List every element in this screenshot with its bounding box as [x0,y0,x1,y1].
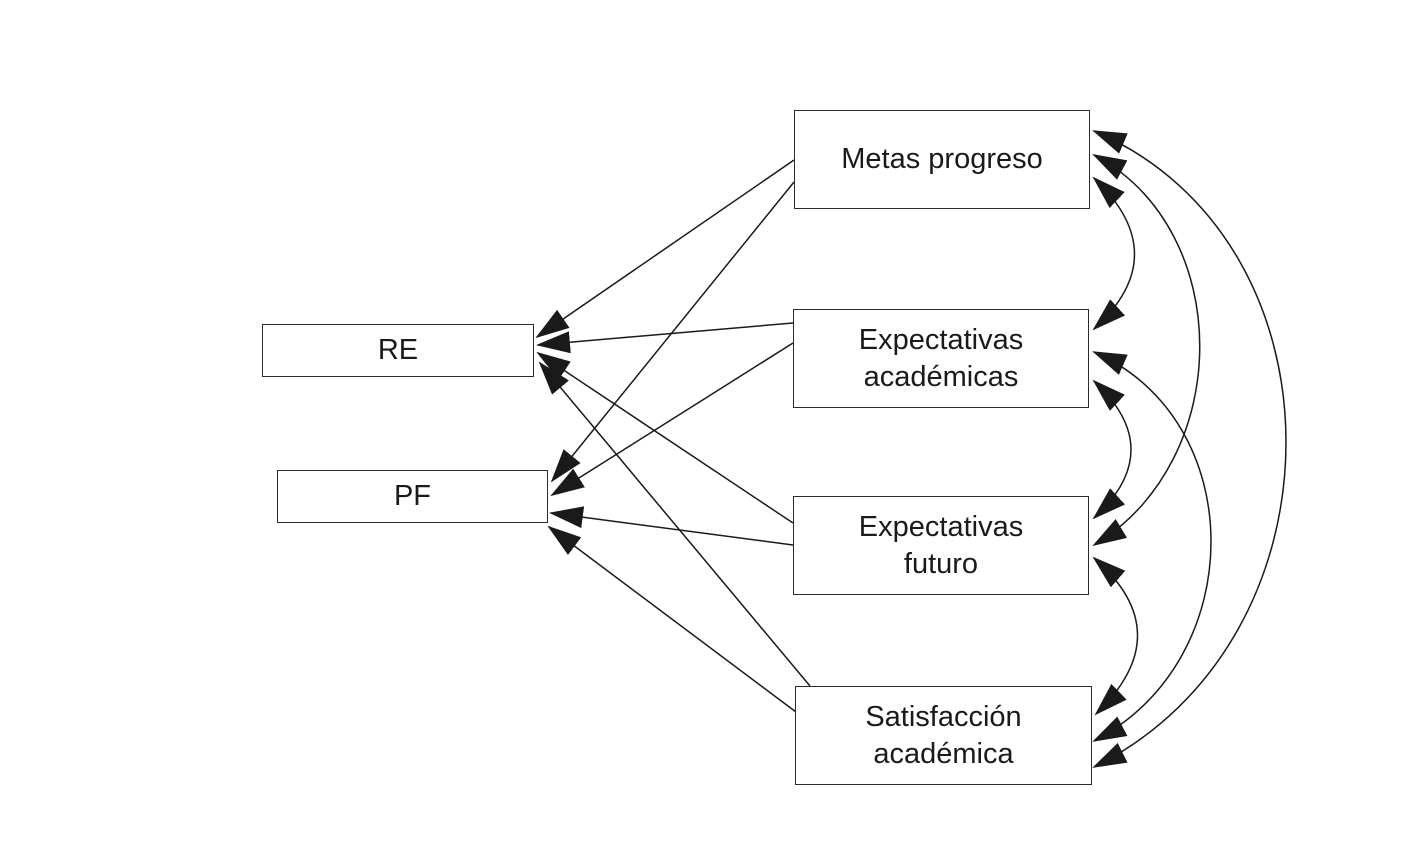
path-expfut-to-re [536,351,794,524]
path-metas-to-pf [550,181,795,483]
node-re: RE [262,324,534,377]
node-metas-progreso: Metas progreso [794,110,1090,209]
path-satis-to-re [538,361,811,687]
path-expacad-to-pf [550,342,794,497]
cov-metas-expacad [1092,176,1136,331]
path-satis-to-pf [547,525,797,713]
node-pf: PF [277,470,548,523]
node-satisfaccion-academica-line1: Satisfacción [865,700,1022,733]
cov-metas-satis [1092,130,1287,768]
cov-expacad-satis [1092,351,1212,742]
cov-expacad-expfut [1092,379,1132,520]
cov-expfut-satis [1092,556,1139,716]
node-re-label: RE [377,334,419,366]
path-expfut-to-pf [549,506,794,546]
regression-paths [535,159,811,713]
node-expectativas-futuro-line1: Expectativas [858,510,1024,543]
node-expectativas-futuro-line2: futuro [903,547,979,580]
node-expectativas-academicas: Expectativas académicas [793,309,1089,408]
path-metas-to-re [535,159,795,339]
covariance-curves [1092,130,1287,768]
cov-metas-expfut [1092,154,1201,547]
node-satisfaccion-academica: Satisfacción académica [795,686,1092,785]
node-expectativas-academicas-line2: académicas [863,360,1019,393]
node-expectativas-futuro: Expectativas futuro [793,496,1089,595]
node-satisfaccion-academica-line2: académica [873,737,1014,770]
node-pf-label: PF [393,480,432,512]
path-expacad-to-re [536,322,794,354]
node-metas-progreso-label: Metas progreso [841,143,1043,175]
node-expectativas-academicas-line1: Expectativas [858,323,1024,356]
